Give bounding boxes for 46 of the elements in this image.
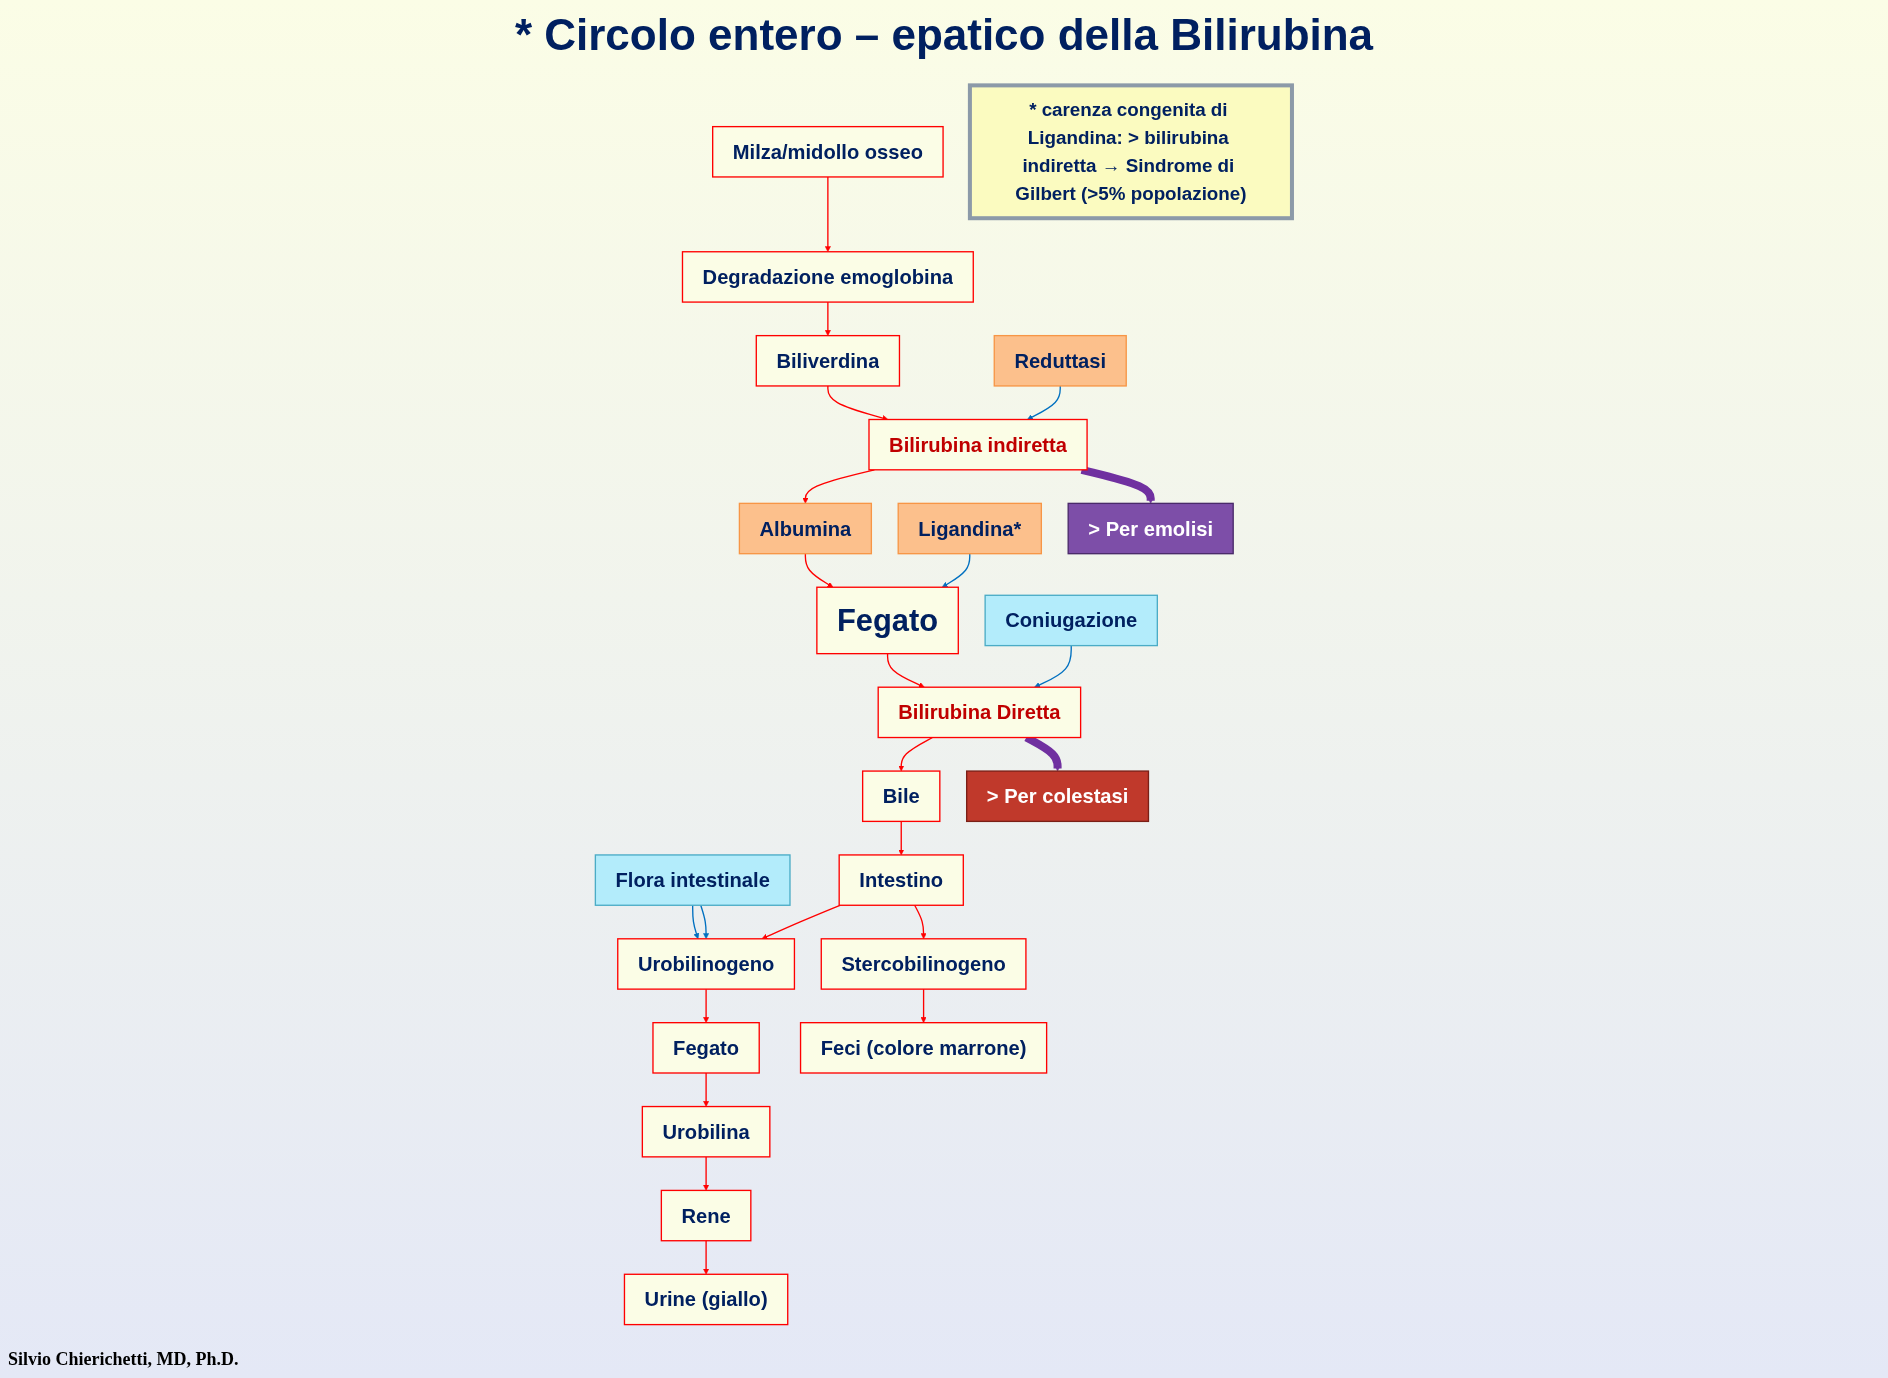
arrow bbox=[1034, 644, 1073, 688]
node-box: > Per colestasi bbox=[966, 770, 1150, 823]
diagram-title: * Circolo entero – epatico della Bilirubina bbox=[513, 10, 1375, 60]
node-box: * carenza congenita di Ligandina: > bilirubina indiretta → Sindrome di Gilbert (>5% popolazione) bbox=[968, 83, 1295, 221]
arrow bbox=[942, 553, 971, 588]
node-box: Reduttasi bbox=[993, 334, 1128, 387]
arrow bbox=[825, 176, 832, 253]
arrow bbox=[802, 469, 876, 504]
node-box: Bilirubina indiretta bbox=[868, 418, 1089, 471]
node-box: Milza/midollo osseo bbox=[712, 126, 945, 178]
arrow bbox=[920, 988, 927, 1023]
node-box: Urine (giallo) bbox=[624, 1273, 789, 1326]
node-box: Rene bbox=[661, 1189, 752, 1242]
arrow bbox=[805, 553, 834, 588]
arrow bbox=[1027, 385, 1062, 420]
node-box: Stercobilinogeno bbox=[820, 938, 1027, 990]
arrow bbox=[703, 1072, 710, 1107]
node-box: Intestino bbox=[838, 854, 965, 906]
node-box: Feci (colore marrone) bbox=[800, 1022, 1048, 1074]
node-box: Bile bbox=[862, 770, 941, 823]
arrow bbox=[703, 988, 710, 1023]
arrow bbox=[692, 904, 700, 940]
arrow bbox=[825, 301, 832, 336]
node-box: Albumina bbox=[739, 502, 873, 555]
node-box: Biliverdina bbox=[755, 334, 901, 387]
node-box: Urobilinogeno bbox=[617, 938, 796, 990]
author-credit: Silvio Chierichetti, MD, Ph.D. bbox=[8, 1349, 239, 1370]
node-box: Fegato bbox=[816, 586, 960, 655]
arrow bbox=[703, 1240, 710, 1275]
node-box: > Per emolisi bbox=[1067, 502, 1235, 555]
arrow bbox=[762, 904, 841, 940]
arrow bbox=[827, 385, 889, 421]
node-box: Ligandina* bbox=[897, 502, 1043, 555]
arrow bbox=[703, 1156, 710, 1191]
node-box: Fegato bbox=[652, 1022, 761, 1074]
node-box: Urobilina bbox=[642, 1105, 771, 1158]
arrow bbox=[1081, 465, 1156, 504]
node-box: Bilirubina Diretta bbox=[877, 686, 1082, 739]
arrow bbox=[887, 653, 925, 688]
node-box: Degradazione emoglobina bbox=[682, 251, 975, 303]
arrow bbox=[914, 904, 927, 940]
arrow bbox=[898, 736, 934, 772]
arrow bbox=[898, 820, 905, 856]
arrow bbox=[700, 904, 710, 940]
node-box: Flora intestinale bbox=[595, 854, 791, 906]
node-box: Coniugazione bbox=[984, 594, 1159, 647]
